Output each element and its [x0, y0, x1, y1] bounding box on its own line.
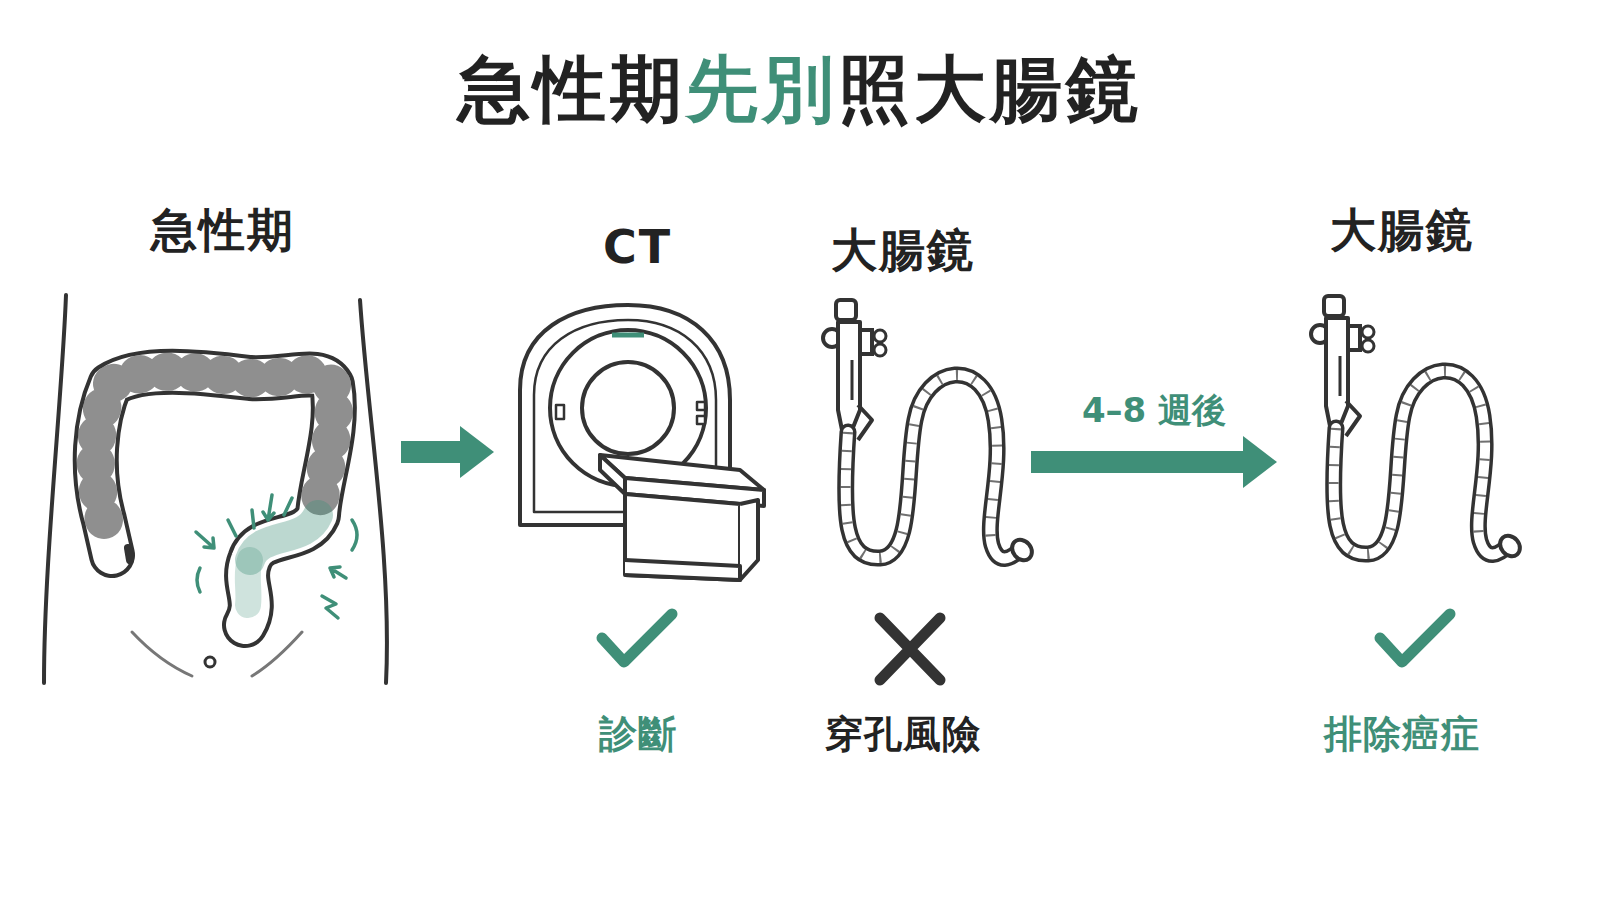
- stage-caption: 排除癌症: [1283, 709, 1520, 760]
- stage-column: 大腸鏡穿孔風險: [780, 220, 1025, 760]
- inflammation-marks: [196, 495, 357, 618]
- cross-mark: [880, 618, 940, 680]
- stage-heading: 急性期: [50, 200, 395, 262]
- stage-heading: 大腸鏡: [780, 220, 1025, 282]
- stage-heading: CT: [500, 220, 775, 274]
- flow-arrow: [401, 426, 494, 478]
- stage-caption: 診斷: [500, 709, 775, 760]
- check-mark: [1380, 614, 1450, 662]
- stage-caption: 穿孔風險: [780, 709, 1025, 760]
- stage-column: 急性期: [50, 200, 395, 680]
- colon: [96, 372, 334, 625]
- ct-scanner: [520, 305, 764, 580]
- colonoscope: [1311, 296, 1524, 560]
- title: 急性期先別照大腸鏡: [0, 42, 1600, 138]
- stage-column: CT 診斷: [500, 220, 775, 760]
- check-mark: [602, 614, 672, 662]
- edge-label: 4–8 週後: [1078, 388, 1230, 434]
- stage-column: 大腸鏡排除癌症: [1283, 200, 1520, 760]
- colonoscope: [823, 300, 1036, 564]
- abdomen-figure: [44, 295, 387, 683]
- stage-heading: 大腸鏡: [1283, 200, 1520, 262]
- flow-arrow: [1031, 436, 1277, 488]
